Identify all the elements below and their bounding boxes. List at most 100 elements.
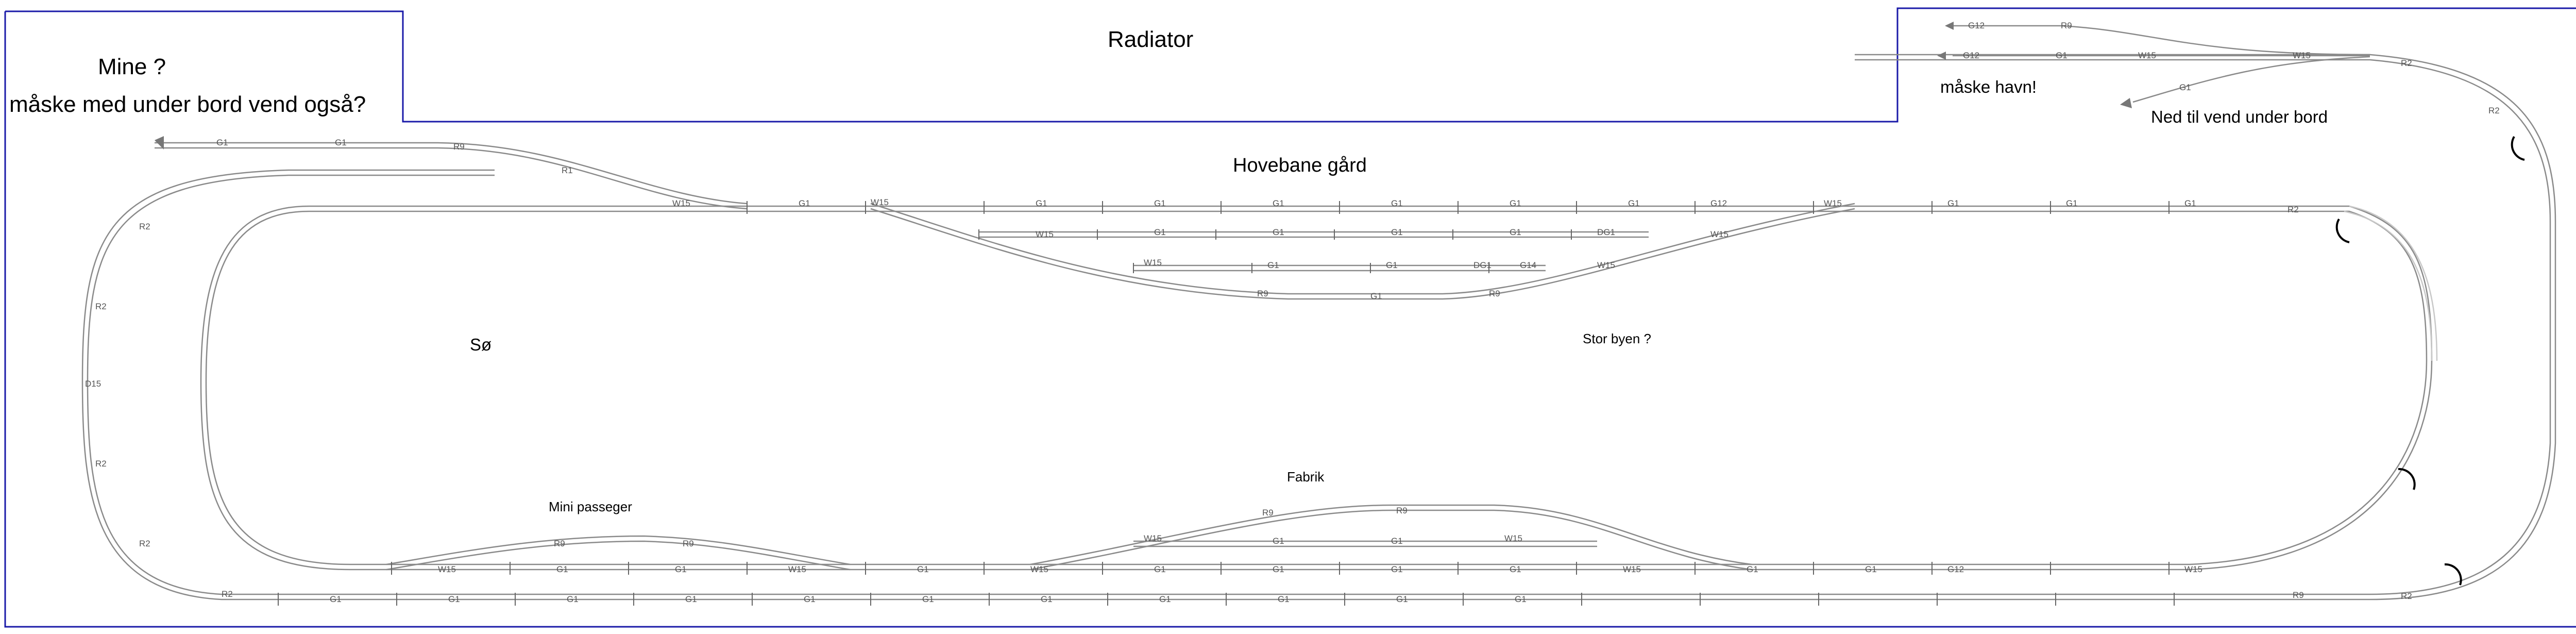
piece-label-g1: G1 [1510, 227, 1521, 237]
piece-label-d15: D15 [85, 379, 101, 389]
hovebane-gard-label: Hovebane gård [1233, 155, 1367, 176]
piece-label-g1: G1 [2184, 198, 2196, 208]
ned-til-vend-branch [2132, 56, 2370, 103]
piece-label-g1: G1 [1159, 594, 1171, 604]
piece-label-r1: R1 [562, 165, 573, 175]
piece-label-g12: G12 [1710, 198, 1727, 208]
piece-label-g1: G1 [1391, 564, 1403, 574]
end-arrow-harbour-1 [1945, 22, 1954, 30]
piece-label-g1: G1 [675, 564, 687, 574]
piece-label-dg1: DG1 [1473, 260, 1492, 270]
piece-label-r2: R2 [2401, 58, 2412, 68]
piece-label-w15: W15 [2184, 564, 2202, 574]
piece-label-g12: G12 [1968, 21, 1985, 30]
piece-label-g12: G12 [1947, 564, 1964, 574]
piece-label-w15: W15 [871, 197, 889, 207]
piece-label-g1: G1 [1510, 198, 1521, 208]
piece-label-g1: G1 [1273, 536, 1284, 546]
piece-label-r9: R9 [2061, 21, 2072, 30]
piece-label-g1: G1 [556, 564, 568, 574]
piece-label-g1: G1 [1267, 260, 1279, 270]
piece-label-g1: G1 [1391, 536, 1403, 546]
piece-label-w15: W15 [1710, 229, 1728, 239]
so-label: Sø [470, 335, 492, 354]
feeder-mark-2 [2511, 136, 2525, 161]
piece-label-r9: R9 [1262, 508, 1274, 518]
piece-label-g1: G1 [2179, 82, 2191, 92]
piece-label-g1: G1 [1154, 198, 1166, 208]
upper-left-branch [155, 142, 748, 205]
end-arrow-left-top [155, 136, 164, 149]
piece-label-g1: G1 [1273, 564, 1284, 574]
piece-label-g1: G1 [685, 594, 697, 604]
factory-siding-rail [1030, 504, 1752, 565]
mine-label: Mine ? [98, 54, 166, 79]
piece-label-r2: R2 [2287, 205, 2299, 214]
piece-label-g1: G1 [1278, 594, 1290, 604]
piece-label-w15: W15 [2293, 51, 2311, 60]
harbour-branch-1 [1953, 25, 2370, 56]
piece-label-w15: W15 [1144, 258, 1162, 268]
piece-label-g1: G1 [799, 198, 810, 208]
ned-til-vend-label: Ned til vend under bord [2151, 107, 2328, 126]
piece-label-r2: R2 [95, 459, 107, 469]
piece-label-g1: G1 [1510, 564, 1521, 574]
piece-label-r9: R9 [1257, 289, 1268, 298]
yard-track-1 [870, 208, 1855, 300]
piece-label-w15: W15 [788, 564, 806, 574]
piece-label-r2: R2 [2401, 591, 2412, 601]
piece-label-g1: G1 [2056, 51, 2067, 60]
piece-label-r9: R9 [2293, 590, 2304, 600]
piece-label-w15: W15 [1030, 564, 1048, 574]
piece-label-g1: G1 [1391, 198, 1403, 208]
mini-passeger-siding-rail [386, 535, 851, 565]
piece-label-dg1: DG1 [1597, 227, 1615, 237]
piece-label-g1: G1 [1154, 564, 1166, 574]
piece-label-w15: W15 [438, 564, 456, 574]
piece-label-g1: G1 [1273, 198, 1284, 208]
piece-label-g1: G1 [1747, 564, 1758, 574]
piece-label-r9: R9 [554, 539, 565, 548]
outer-left-curve-rail [87, 174, 495, 595]
piece-label-g1: G1 [1391, 227, 1403, 237]
piece-label-g1: G1 [448, 594, 460, 604]
radiator-label: Radiator [1108, 27, 1194, 52]
piece-label-r2: R2 [222, 589, 233, 599]
piece-label-g1: G1 [216, 138, 228, 147]
piece-labels: G1 G1 R9 R1 W15 G1 W15 G1 G1 G1 G1 G1 G1… [85, 21, 2500, 604]
piece-label-g1: G1 [1036, 198, 1047, 208]
piece-label-r2: R2 [95, 302, 107, 311]
piece-label-g1: G1 [1386, 260, 1398, 270]
piece-label-g1: G1 [2066, 198, 2078, 208]
piece-label-w15: W15 [2138, 51, 2156, 60]
outer-loop-track-inner-rail [268, 59, 2551, 595]
fabrik-label: Fabrik [1287, 469, 1325, 485]
piece-label-g1: G1 [1396, 594, 1408, 604]
factory-siding [1030, 509, 1752, 571]
stor-byen-label: Stor byen ? [1583, 331, 1651, 346]
upper-left-branch-rail [155, 147, 748, 210]
end-arrow-harbour-2 [1937, 52, 1946, 60]
piece-label-g1: G1 [335, 138, 347, 147]
piece-label-g1: G1 [1865, 564, 1877, 574]
track-ties [278, 201, 2175, 606]
piece-label-r2: R2 [2488, 106, 2500, 115]
piece-label-g1: G1 [567, 594, 579, 604]
piece-label-g1: G1 [1515, 594, 1527, 604]
outer-loop-track [268, 54, 2556, 600]
end-arrow-ned-til-vend [2120, 98, 2132, 108]
piece-label-g1: G1 [1273, 227, 1284, 237]
piece-label-g1: G1 [804, 594, 816, 604]
outer-left-curve [81, 169, 495, 600]
mini-passeger-label: Mini passeger [549, 499, 632, 514]
yard-track-1-rail [870, 203, 1855, 295]
havn-label: måske havn! [1940, 77, 2037, 96]
under-bord-label: måske med under bord vend også? [9, 92, 366, 117]
piece-label-g1: G1 [1628, 198, 1640, 208]
piece-label-g1: G1 [922, 594, 934, 604]
piece-label-w15: W15 [1824, 198, 1842, 208]
right-connector-track [2349, 205, 2438, 361]
piece-label-g1: G1 [1947, 198, 1959, 208]
piece-label-w15: W15 [1623, 564, 1641, 574]
piece-label-g1: G1 [330, 594, 342, 604]
